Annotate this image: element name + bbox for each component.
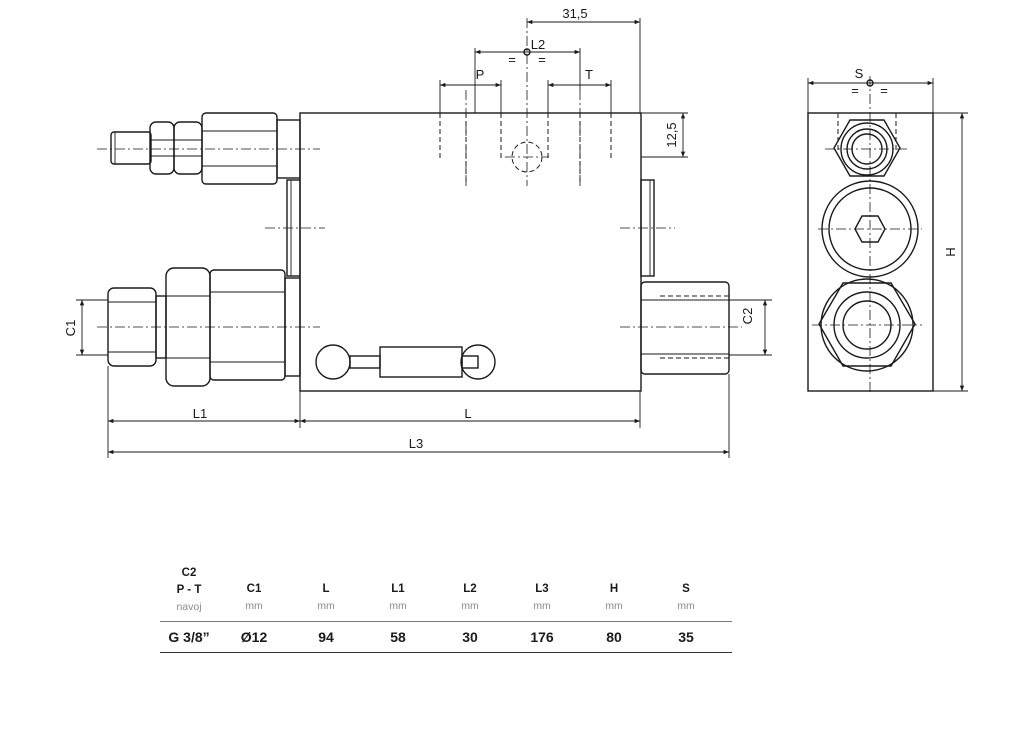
valve-body: [299, 112, 642, 392]
cell-c1: Ø12: [240, 629, 268, 645]
header-unit: mm: [389, 600, 407, 612]
dim-12-5-label: 12,5: [664, 122, 679, 147]
front-view-dimensions: 31,5 L2 = = P T 12,5 C1 C2: [63, 6, 772, 458]
cell-s: 35: [678, 629, 694, 645]
header-name: L: [322, 583, 330, 595]
cell-h: 80: [606, 629, 622, 645]
cell-l2: 30: [462, 629, 478, 645]
header-name: L2: [463, 583, 477, 595]
dim-l-label: L: [464, 406, 471, 421]
header-c1: C1 mm: [218, 581, 290, 615]
svg-text:=: =: [880, 83, 888, 98]
svg-text:=: =: [508, 52, 516, 67]
header-l3: L3 mm: [506, 581, 578, 615]
header-l: L mm: [290, 581, 362, 615]
cell-l1: 58: [390, 629, 406, 645]
header-unit: mm: [533, 600, 551, 612]
table-header: C2 P - T navoj C1 mm L mm L1 mm L2 mm L3…: [160, 553, 732, 615]
header-name: H: [609, 583, 619, 595]
dim-s-label: S: [855, 66, 864, 81]
dim-c2-label: C2: [740, 308, 755, 325]
header-name: L3: [535, 583, 549, 595]
header-s: S mm: [650, 581, 722, 615]
header-unit: mm: [605, 600, 623, 612]
header-h: H mm: [578, 581, 650, 615]
dim-l2-label: L2: [531, 37, 545, 52]
side-view: [807, 76, 934, 395]
side-view-body: [807, 112, 934, 392]
header-c2-label: C2: [181, 567, 197, 579]
spec-table: C2 P - T navoj C1 mm L mm L1 mm L2 mm L3…: [160, 553, 732, 653]
table-bottom-rule: [160, 652, 732, 653]
side-view-dimensions: S = = H: [807, 66, 968, 392]
header-c2-thread: C2 P - T navoj: [160, 565, 218, 615]
dim-l1-label: L1: [193, 406, 207, 421]
header-divider: [160, 621, 732, 622]
upper-left-fitting: [110, 112, 301, 185]
header-unit: mm: [245, 600, 263, 612]
table-row: G 3/8” Ø12 94 58 30 176 80 35: [160, 622, 732, 652]
dim-p-label: P: [476, 67, 485, 82]
header-p-t-label: P - T: [176, 584, 202, 596]
dim-h-label: H: [943, 247, 958, 256]
header-unit: mm: [317, 600, 335, 612]
cell-l: 94: [318, 629, 334, 645]
header-name: L1: [391, 583, 405, 595]
dim-l3-label: L3: [409, 436, 423, 451]
header-thread-unit: navoj: [176, 601, 202, 613]
cell-thread: G 3/8”: [168, 629, 210, 645]
dim-c1-label: C1: [63, 320, 78, 337]
header-l2: L2 mm: [434, 581, 506, 615]
svg-text:=: =: [851, 83, 859, 98]
header-unit: mm: [461, 600, 479, 612]
dim-t-label: T: [585, 67, 593, 82]
svg-text:=: =: [538, 52, 546, 67]
header-l1: L1 mm: [362, 581, 434, 615]
right-port-fitting: [640, 281, 730, 375]
header-name: C1: [246, 583, 262, 595]
valve-technical-drawing: 31,5 L2 = = P T 12,5 C1 C2: [63, 6, 968, 458]
cell-l3: 176: [530, 629, 554, 645]
header-name: S: [682, 583, 690, 595]
body-slot: [315, 344, 496, 380]
header-unit: mm: [677, 600, 695, 612]
dim-31-5-label: 31,5: [562, 6, 587, 21]
front-view: [97, 18, 742, 392]
